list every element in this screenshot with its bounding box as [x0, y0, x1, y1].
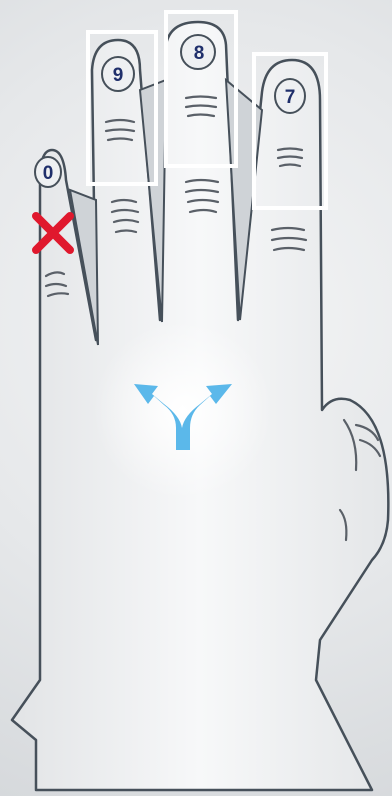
finger-number-middle: 8 [194, 43, 205, 64]
finger-number-index: 7 [285, 87, 296, 108]
palm-glow [93, 320, 273, 500]
finger-number-ring: 9 [113, 65, 124, 86]
finger-number-little: 0 [43, 163, 54, 184]
